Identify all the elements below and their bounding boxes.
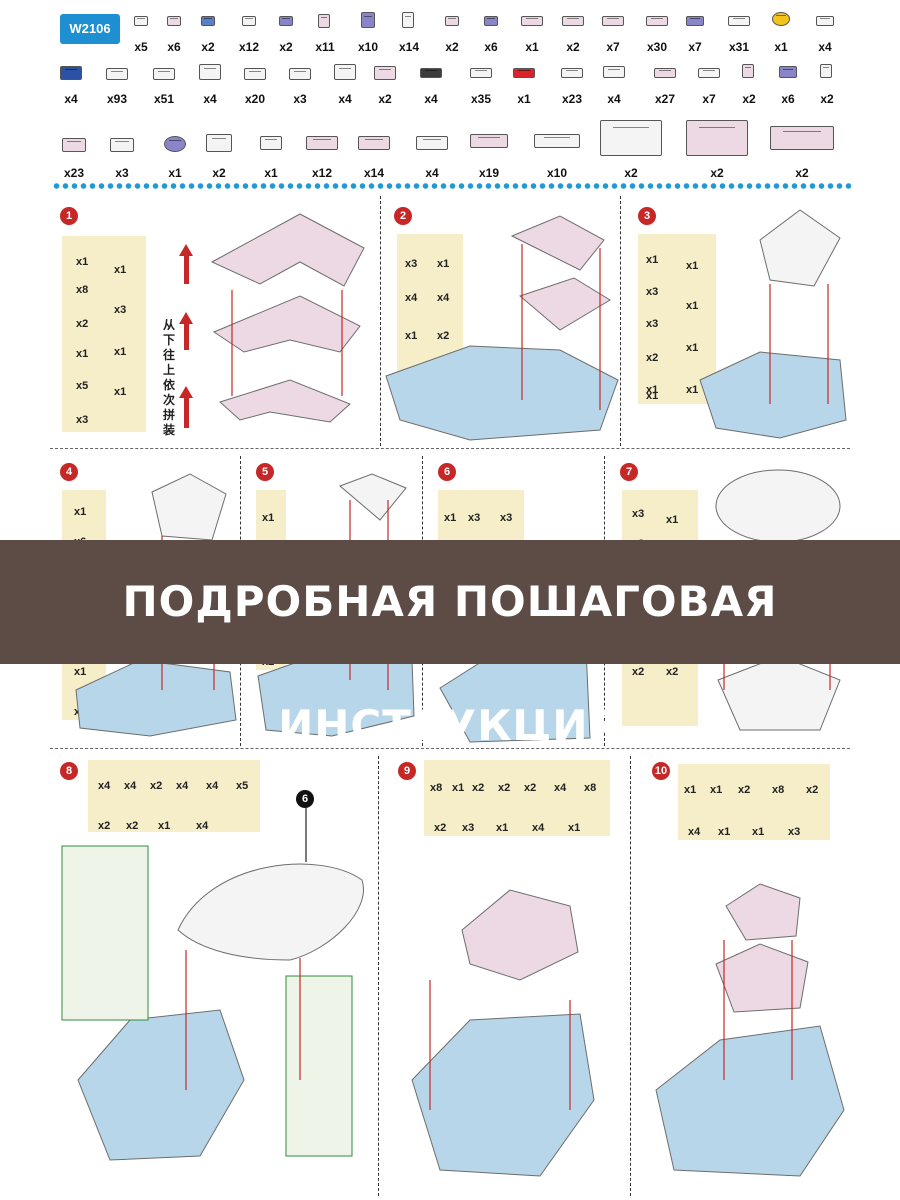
instruction-banner: ПОДРОБНАЯ ПОШАГОВАЯ ИНСТРУКЦИЯ [0, 540, 900, 664]
callout-step-badge: 6 [296, 790, 314, 808]
